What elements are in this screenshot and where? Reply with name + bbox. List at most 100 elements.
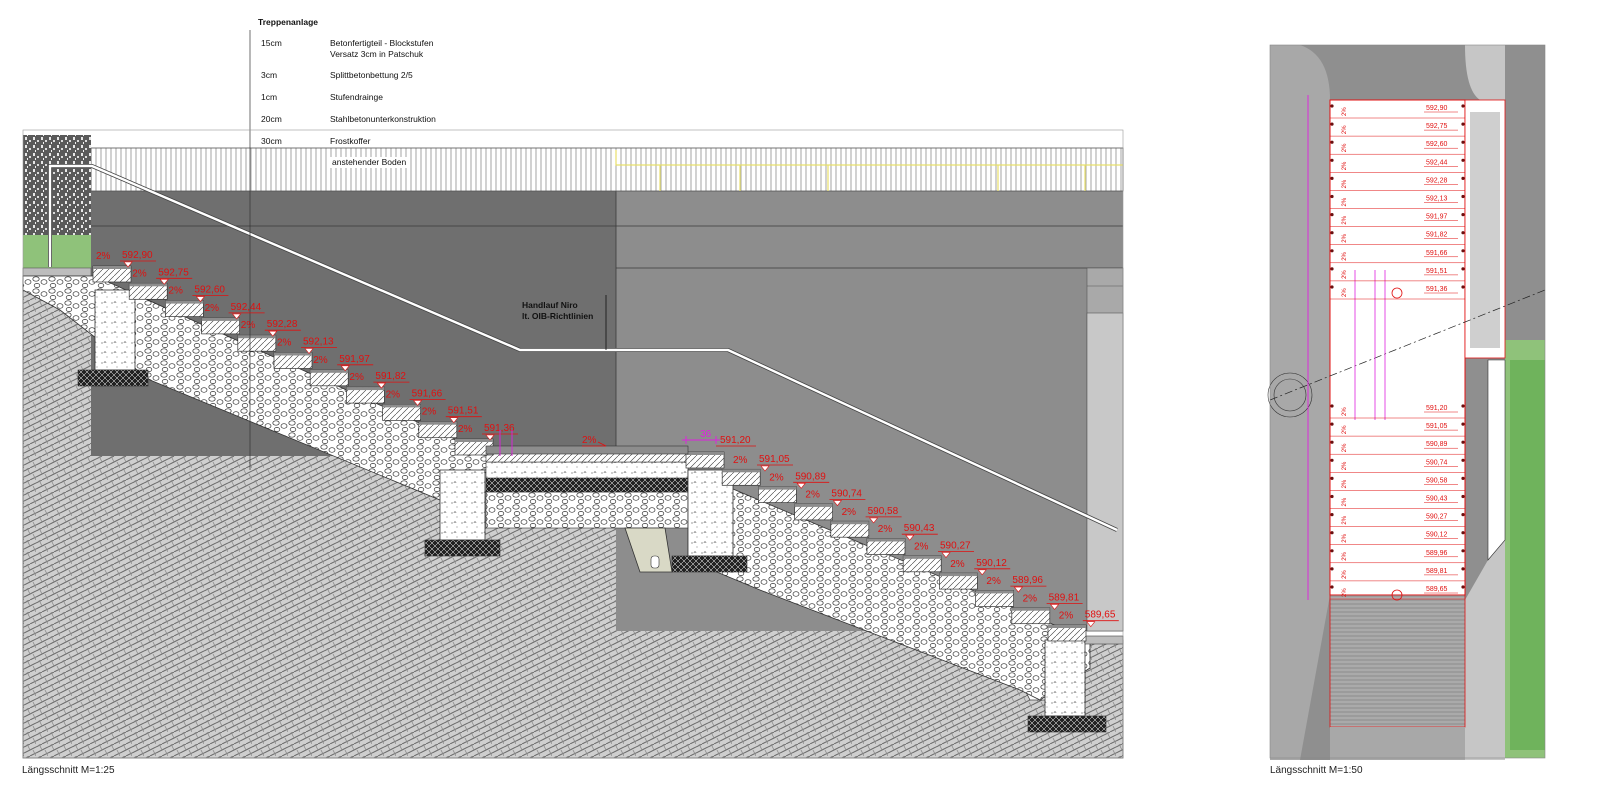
- plan-level-label: 590,89: [1426, 441, 1448, 448]
- legend-thickness: 3cm: [261, 70, 278, 80]
- plan-level-label: 590,12: [1426, 532, 1448, 539]
- stair-tread: [382, 404, 421, 408]
- level-label: 590,43: [904, 523, 935, 534]
- plan-slope-label: 2%: [1342, 125, 1348, 134]
- level-marker: [796, 483, 806, 489]
- plan-anchor: [1461, 567, 1465, 571]
- stair-tread: [418, 421, 457, 425]
- level-label: 592,90: [122, 250, 153, 261]
- level-label: 592,75: [158, 267, 189, 278]
- level-marker: [195, 296, 206, 303]
- plan-level-label: 590,74: [1426, 459, 1448, 466]
- plan-level-label: 589,81: [1426, 568, 1448, 575]
- level-marker: [412, 400, 423, 406]
- plan-anchor: [1461, 513, 1465, 517]
- stair-tread: [93, 266, 131, 269]
- stair-tread: [201, 317, 240, 321]
- slope-label: 2%: [386, 389, 401, 400]
- slope-label: 2%: [458, 424, 473, 435]
- stair-tread: [758, 486, 797, 490]
- slope-label: 2%: [1059, 611, 1074, 622]
- plan-slope-label: 2%: [1342, 233, 1348, 242]
- level-label: 592,60: [194, 285, 225, 296]
- lower-stair-flight: [685, 451, 1087, 642]
- stair-tread: [830, 521, 869, 525]
- legend-description: Betonfertigteil - Blockstufen Versatz 3c…: [330, 38, 434, 59]
- plan-anchor: [1330, 231, 1334, 235]
- plan-level-label: 589,96: [1426, 550, 1448, 557]
- upper-stair-flight: [92, 265, 494, 456]
- plan-level-label: 591,66: [1426, 250, 1448, 257]
- landing-gravel: [485, 491, 689, 529]
- legend-description: anstehender Boden: [330, 157, 409, 168]
- slope-label: 2%: [132, 268, 147, 279]
- level-label: 590,12: [976, 558, 1007, 569]
- plan-level-label: 591,05: [1426, 423, 1448, 430]
- plan-level-label: 592,75: [1426, 123, 1448, 130]
- plan-level-label: 590,43: [1426, 496, 1448, 503]
- plan-level-label: 592,44: [1426, 159, 1448, 166]
- level-label: 591,82: [375, 371, 406, 382]
- plan-slope-label: 2%: [1342, 479, 1348, 488]
- plan-anchor: [1461, 422, 1465, 426]
- plan-slope-label: 2%: [1342, 270, 1348, 279]
- level-marker: [977, 569, 987, 576]
- level-label: 591,97: [339, 354, 370, 365]
- dimension-label: 36: [700, 429, 712, 440]
- stair-tread: [346, 387, 385, 391]
- plan-slope-label: 2%: [1342, 588, 1348, 597]
- plan-slope-label: 2%: [1342, 533, 1348, 542]
- slope-label: 2%: [277, 338, 292, 349]
- slope-label: 2%: [422, 407, 437, 418]
- plan-slope-label: 2%: [1342, 215, 1348, 224]
- plan-anchor: [1330, 285, 1334, 289]
- plan-anchor: [1461, 267, 1465, 271]
- level-label: 590,58: [868, 506, 899, 517]
- plan-anchor: [1461, 249, 1465, 253]
- plan-anchor: [1461, 531, 1465, 535]
- stair-tread: [455, 439, 493, 442]
- plan-anchor: [1330, 567, 1334, 571]
- plan-slope-label: 2%: [1342, 251, 1348, 260]
- plan-anchor: [1461, 231, 1465, 235]
- plan-slope-label: 2%: [1342, 407, 1348, 416]
- plan-anchor: [1461, 140, 1465, 144]
- stair-tread: [237, 335, 276, 339]
- level-marker: [268, 330, 278, 337]
- plan-slope-label: 2%: [1342, 197, 1348, 206]
- landing-level-label: 591,20: [720, 435, 751, 446]
- level-marker: [760, 465, 770, 472]
- slope-label: 2%: [950, 559, 965, 570]
- level-marker: [231, 313, 242, 320]
- plan-view: 2%592,902%592,752%592,602%592,442%592,28…: [1267, 44, 1546, 760]
- plan-level-label: 589,65: [1426, 586, 1448, 593]
- stair-tread: [903, 555, 942, 559]
- plan-anchor: [1330, 194, 1334, 199]
- plan-lower-treads: [1329, 594, 1466, 728]
- plan-anchor: [1330, 440, 1334, 444]
- level-label: 589,65: [1085, 610, 1116, 621]
- plan-anchor: [1461, 494, 1465, 499]
- plan-anchor: [1330, 104, 1334, 108]
- plan-level-label: 591,97: [1426, 214, 1448, 221]
- level-marker: [1013, 586, 1024, 593]
- legend-description: Stahlbetonunterkonstruktion: [330, 114, 436, 124]
- level-marker: [376, 382, 387, 389]
- plan-anchor: [1461, 440, 1465, 444]
- plan-slope-label: 2%: [1342, 179, 1348, 188]
- level-marker: [485, 434, 495, 441]
- legend-thickness: 30cm: [261, 136, 282, 146]
- plan-anchor: [1330, 249, 1334, 253]
- plan-caption: Längsschnitt M=1:50: [1270, 765, 1363, 776]
- plan-anchor: [1461, 458, 1465, 462]
- stair-tread: [722, 469, 761, 473]
- level-marker: [159, 279, 169, 285]
- section-level-annotations: 2%592,902%592,752%592,602%592,442%592,28…: [96, 250, 1119, 628]
- roof-band: [90, 147, 1124, 192]
- slope-label: 2%: [313, 355, 328, 366]
- stair-tread: [939, 573, 978, 577]
- plan-anchor: [1330, 213, 1334, 217]
- plan-anchor: [1330, 549, 1334, 553]
- slope-label: 2%: [241, 320, 256, 331]
